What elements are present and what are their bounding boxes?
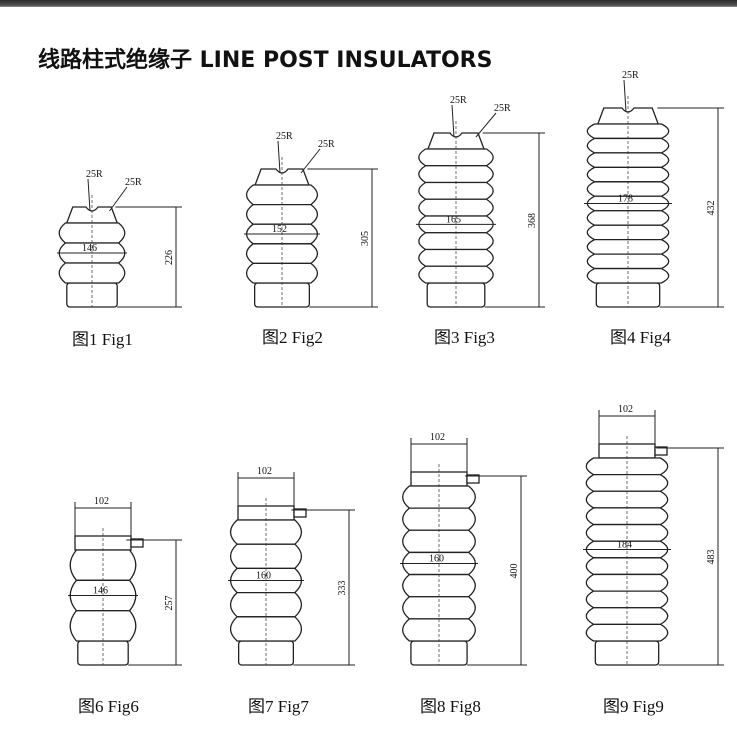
radius-label: 25R [450, 95, 467, 106]
shed [586, 267, 670, 284]
page-title: 线路柱式绝缘子 LINE POST INSULATORS [38, 48, 493, 73]
insulator-fig8: 102 160 400 图8 Fig8 [400, 432, 527, 716]
shed [586, 152, 670, 169]
figure-caption: 图3 Fig3 [434, 328, 495, 347]
figure-caption: 图2 Fig2 [262, 328, 323, 347]
clamp-bolt [130, 538, 144, 548]
width-label: 152 [272, 224, 287, 235]
clamp-bolt [654, 446, 668, 456]
insulator-fig6: 102 146 257 图6 Fig6 [68, 496, 182, 716]
figure-caption: 图8 Fig8 [420, 697, 481, 716]
height-label: 226 [164, 250, 175, 265]
radius-label: 25R [86, 169, 103, 180]
figure-caption: 图9 Fig9 [603, 697, 664, 716]
figure-caption: 图4 Fig4 [610, 328, 671, 347]
height-label: 400 [509, 564, 520, 579]
width-label: 160 [429, 554, 444, 565]
insulator-fig1: 146 226 25R 25R 图1 Fig1 [57, 169, 182, 349]
radius-label: 25R [494, 103, 511, 114]
clamp-width-label: 102 [430, 432, 445, 443]
insulator-fig4: 178 432 25R 图4 Fig4 [584, 70, 724, 347]
shed [586, 166, 670, 183]
radius-label: 25R [276, 131, 293, 142]
height-label: 432 [706, 201, 717, 216]
width-label: 178 [618, 194, 633, 205]
shed [586, 137, 670, 154]
clamp-width-label: 102 [618, 404, 633, 415]
width-label: 184 [617, 540, 632, 551]
radius-label: 25R [125, 177, 142, 188]
shed [418, 265, 494, 284]
insulator-fig2: 152 305 25R 25R 图2 Fig2 [244, 131, 378, 347]
clamp-width-label: 102 [94, 496, 109, 507]
figure-caption: 图1 Fig1 [72, 330, 133, 349]
figure-caption: 图6 Fig6 [78, 697, 139, 716]
height-label: 483 [706, 550, 717, 565]
insulator-fig9: 102 184 483 图9 Fig9 [583, 404, 724, 716]
figure-caption: 图7 Fig7 [248, 697, 309, 716]
radius-label: 25R [622, 70, 639, 81]
width-label: 146 [82, 243, 97, 254]
width-label: 146 [93, 586, 108, 597]
width-label: 165 [446, 214, 461, 225]
height-label: 305 [360, 231, 371, 246]
insulator-fig7: 102 160 333 图7 Fig7 [228, 466, 355, 716]
width-label: 160 [256, 571, 271, 582]
clamp-bolt [293, 508, 307, 518]
height-label: 333 [337, 581, 348, 596]
insulator-fig3: 165 368 25R 25R 图3 Fig3 [416, 95, 545, 347]
clamp-bolt [466, 474, 480, 484]
clamp-width-label: 102 [257, 466, 272, 477]
height-label: 257 [164, 596, 175, 611]
radius-label: 25R [318, 139, 335, 150]
height-label: 368 [527, 213, 538, 228]
top-border-bar [0, 0, 737, 7]
